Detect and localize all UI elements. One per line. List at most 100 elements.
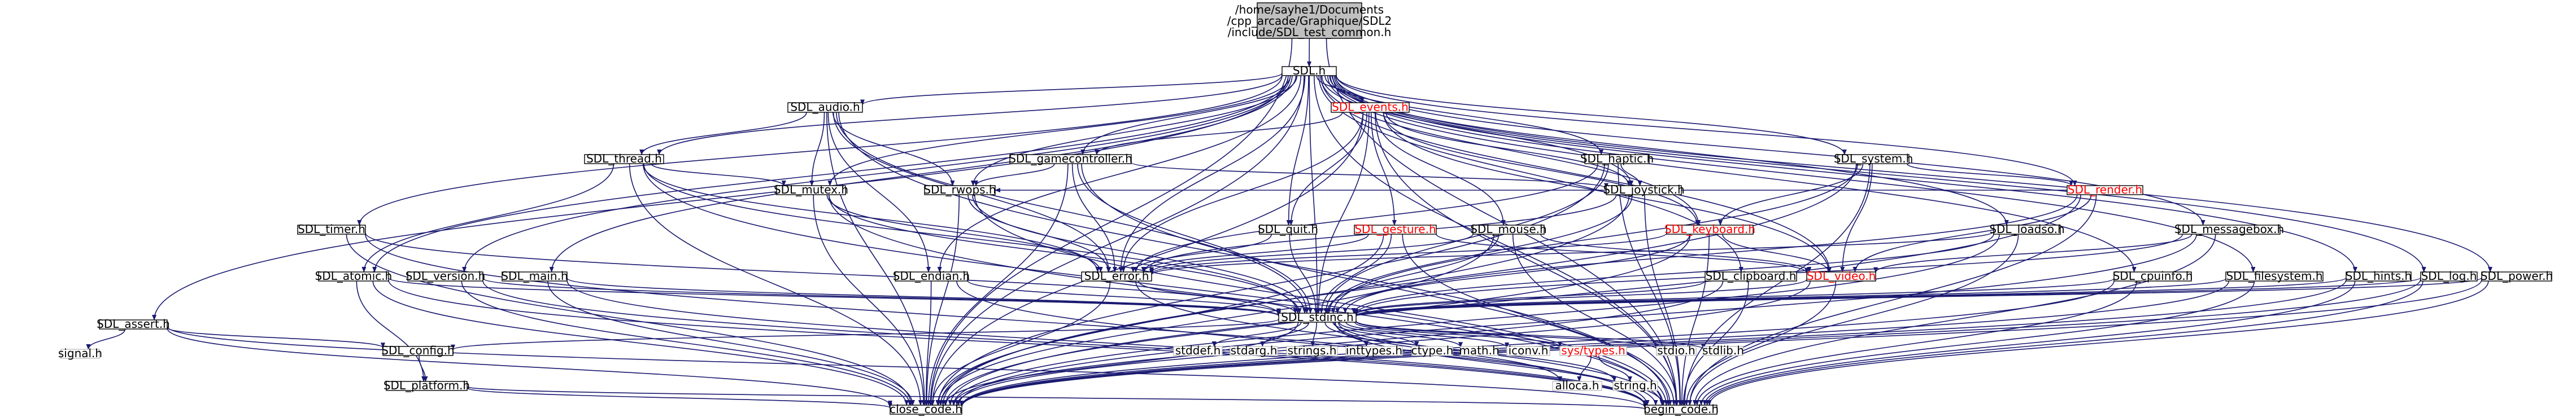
node-cpuinfo[interactable]: SDL_cpuinfo.h <box>2113 269 2193 283</box>
node-math-box <box>1460 346 1498 356</box>
node-close_code[interactable]: close_code.h <box>890 402 962 416</box>
node-cpuinfo-box <box>2113 271 2192 282</box>
node-atomic[interactable]: SDL_atomic.h <box>315 269 393 283</box>
node-filesystem[interactable]: SDL_filesystem.h <box>2225 269 2324 283</box>
node-power-box <box>2481 271 2552 282</box>
edge-sdl-to-quit <box>1286 75 1309 226</box>
node-version[interactable]: SDL_version.h <box>406 269 486 283</box>
edge-sdl-to-gamecontroller <box>1080 75 1298 155</box>
edge-sdl-to-stdinc <box>1309 75 1320 314</box>
node-joystick[interactable]: SDL_joystick.h <box>1603 183 1684 196</box>
node-timer-label: SDL_timer.h <box>298 222 365 236</box>
node-video-box <box>1806 271 1876 282</box>
node-audio[interactable]: SDL_audio.h <box>787 100 863 114</box>
node-ctype-box <box>1411 346 1453 356</box>
node-iconv[interactable]: iconv.h <box>1506 344 1550 357</box>
node-audio-label: SDL_audio.h <box>790 100 860 114</box>
node-strings-label: strings.h <box>1288 344 1337 357</box>
node-mutex[interactable]: SDL_mutex.h <box>774 183 848 196</box>
node-string[interactable]: string.h <box>1612 379 1658 392</box>
node-stdio[interactable]: stdio.h <box>1656 344 1697 357</box>
node-endian[interactable]: SDL_endian.h <box>893 269 970 283</box>
node-video[interactable]: SDL_video.h <box>1806 269 1876 283</box>
node-ctype[interactable]: ctype.h <box>1411 344 1454 357</box>
node-alloca-box <box>1552 381 1602 391</box>
node-gamecontroller[interactable]: SDL_gamecontroller.h <box>1009 152 1132 165</box>
edge-mutex-to-error <box>826 194 1103 273</box>
node-messagebox[interactable]: SDL_messagebox.h <box>2174 222 2284 236</box>
node-system[interactable]: SDL_system.h <box>1834 152 1914 165</box>
edge-audio-to-endian <box>827 112 931 273</box>
node-hints-box <box>2346 271 2412 282</box>
node-hints[interactable]: SDL_hints.h <box>2346 269 2412 283</box>
node-quit[interactable]: SDL_quit.h <box>1258 222 1318 236</box>
node-events-box <box>1331 102 1410 113</box>
node-systypes[interactable]: sys/types.h <box>1559 344 1627 357</box>
edge-audio-to-thread <box>639 112 807 155</box>
node-clipboard-box <box>1705 271 1797 282</box>
node-thread[interactable]: SDL_thread.h <box>584 152 664 165</box>
node-error[interactable]: SDL_error.h <box>1081 269 1152 283</box>
node-ctype-label: ctype.h <box>1411 344 1454 357</box>
edge-events-to-gamecontroller <box>1094 112 1343 155</box>
node-error-box <box>1081 271 1152 282</box>
node-begin_code[interactable]: begin_code.h <box>1644 402 1719 416</box>
node-mouse[interactable]: SDL_mouse.h <box>1470 222 1546 236</box>
edge-platform-to-close_code <box>467 387 892 409</box>
node-loadso[interactable]: SDL_loadso.h <box>1989 222 2064 236</box>
edge-keyboard-to-error <box>1149 232 1667 275</box>
edge-sdl-to-thread <box>657 74 1283 155</box>
node-power[interactable]: SDL_power.h <box>2481 269 2553 283</box>
node-messagebox-label: SDL_messagebox.h <box>2174 222 2284 236</box>
node-stdarg[interactable]: stdarg.h <box>1230 344 1278 357</box>
node-assert[interactable]: SDL_assert.h <box>97 317 170 331</box>
node-alloca[interactable]: alloca.h <box>1552 379 1602 392</box>
node-gamecontroller-box <box>1009 154 1132 164</box>
node-render[interactable]: SDL_render.h <box>2067 183 2143 196</box>
node-mouse-label: SDL_mouse.h <box>1470 222 1546 236</box>
node-main[interactable]: SDL_main.h <box>501 269 568 283</box>
node-rwops[interactable]: SDL_rwops.h <box>923 183 996 196</box>
node-quit-label: SDL_quit.h <box>1258 222 1318 236</box>
node-inttypes[interactable]: inttypes.h <box>1345 344 1403 357</box>
edge-sdl-to-version <box>462 75 1291 273</box>
node-math[interactable]: math.h <box>1459 344 1499 357</box>
node-stdinc[interactable]: SDL_stdinc.h <box>1278 310 1357 324</box>
node-gesture[interactable]: SDL_gesture.h <box>1354 222 1437 236</box>
node-stddef[interactable]: stddef.h <box>1173 344 1223 357</box>
node-video-label: SDL_video.h <box>1807 269 1876 283</box>
node-clipboard-label: SDL_clipboard.h <box>1706 269 1797 283</box>
node-signal[interactable]: signal.h <box>58 346 102 360</box>
edge-log-to-begin_code <box>1705 280 2424 406</box>
node-sdl[interactable]: SDL.h <box>1282 64 1337 77</box>
node-keyboard-label: SDL_keyboard.h <box>1664 222 1755 236</box>
node-timer[interactable]: SDL_timer.h <box>297 222 366 236</box>
node-strings[interactable]: strings.h <box>1286 344 1338 357</box>
node-haptic[interactable]: SDL_haptic.h <box>1580 152 1654 165</box>
node-clipboard[interactable]: SDL_clipboard.h <box>1705 269 1797 283</box>
node-config[interactable]: SDL_config.h <box>381 344 454 357</box>
node-events[interactable]: SDL_events.h <box>1331 100 1410 114</box>
node-mutex-label: SDL_mutex.h <box>774 183 848 196</box>
edge-sdl-to-system <box>1336 75 1847 155</box>
edge-keyboard-to-begin_code <box>1679 234 1710 406</box>
node-platform[interactable]: SDL_platform.h <box>383 379 470 392</box>
node-log[interactable]: SDL_log.h <box>2420 269 2478 283</box>
edge-system-to-video <box>1840 163 1873 273</box>
edge-quit-to-stdinc <box>1289 234 1318 314</box>
edge-layer <box>86 38 2492 410</box>
edge-sdl-to-joystick <box>1321 75 1633 186</box>
edge-sdl-to-hints <box>1332 75 2357 273</box>
edge-thread-to-begin_code <box>642 163 1664 406</box>
edge-thread-to-atomic <box>361 163 614 273</box>
node-root[interactable]: /home/sayhe1/Documents/cpp_arcade/Graphi… <box>1227 2 1392 39</box>
edge-rwops-to-stdinc <box>972 194 1307 314</box>
node-stdlib[interactable]: stdlib.h <box>1702 344 1744 357</box>
node-filesystem-box <box>2225 271 2324 282</box>
node-messagebox-box <box>2178 225 2281 235</box>
edge-assert-to-config <box>167 327 385 349</box>
edge-cpuinfo-to-stdinc <box>1354 278 2115 317</box>
node-keyboard[interactable]: SDL_keyboard.h <box>1664 222 1755 236</box>
node-signal-box <box>60 349 100 359</box>
edge-timer-to-close_code <box>346 234 914 406</box>
